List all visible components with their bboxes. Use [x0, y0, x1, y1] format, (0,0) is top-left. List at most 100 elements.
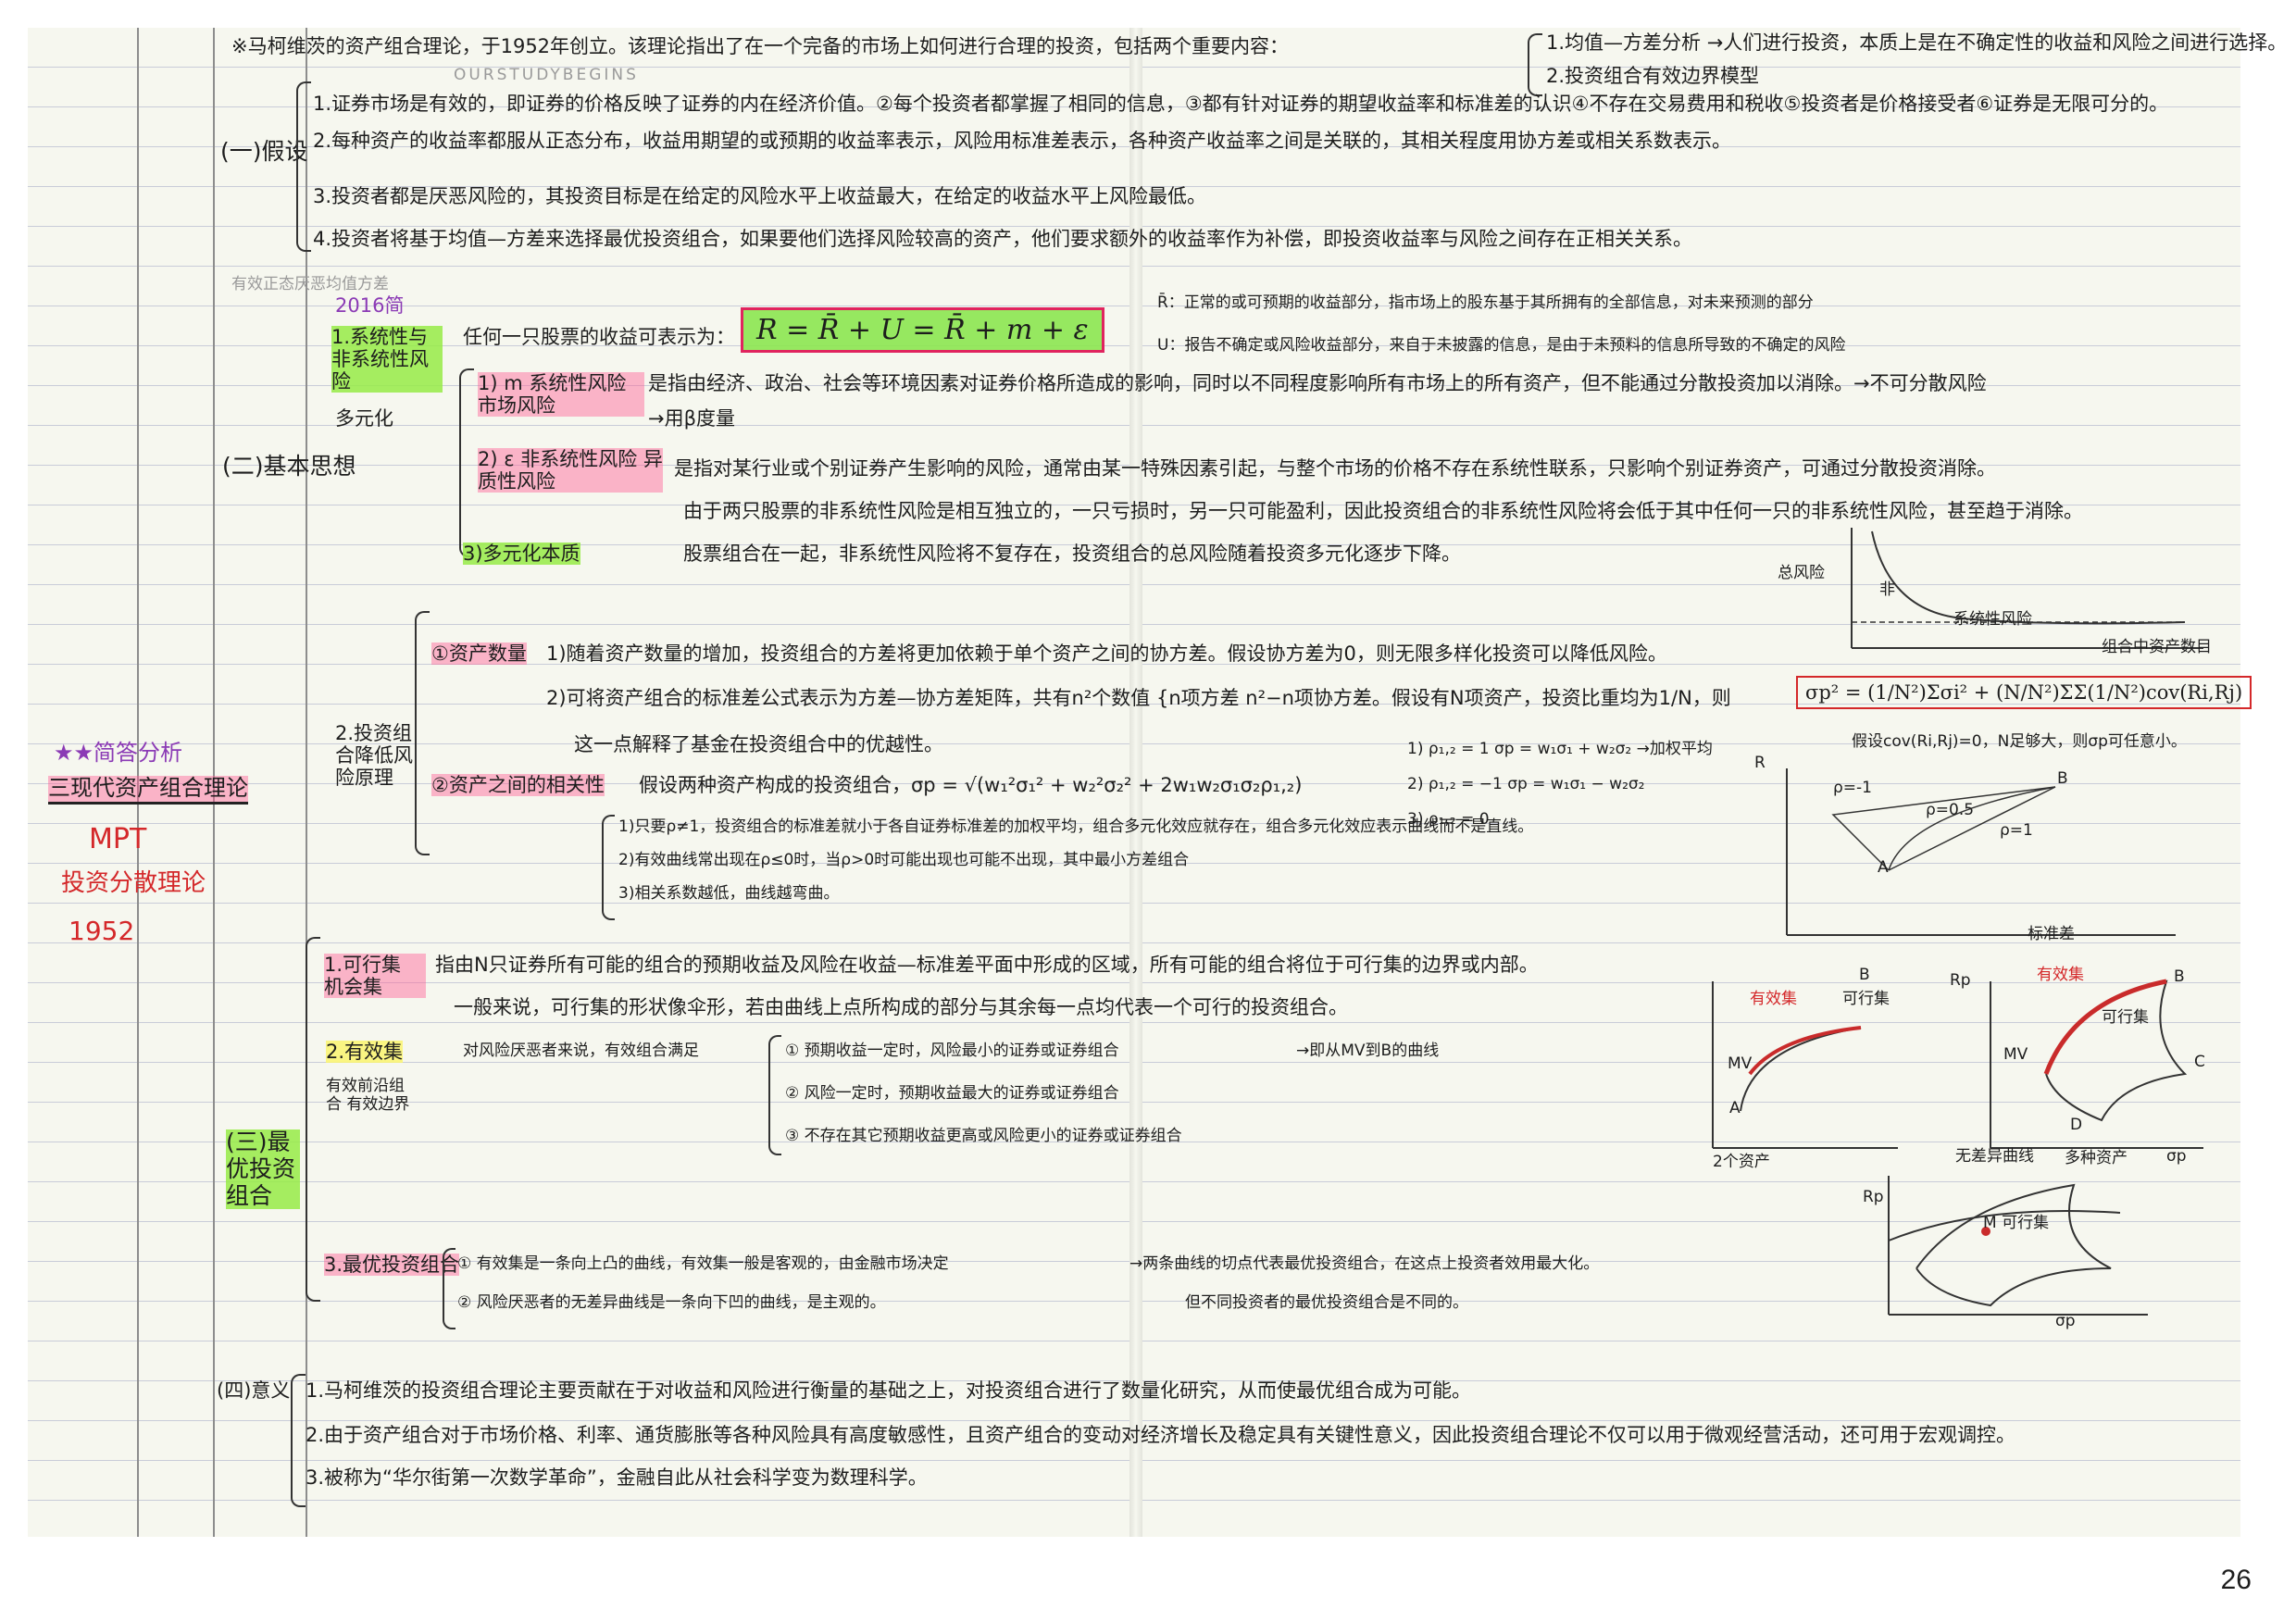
corr-chart-a: A: [1878, 858, 1889, 877]
side-year: 1952: [69, 916, 135, 946]
intro-line: ※马柯维茨的资产组合理论，于1952年创立。该理论指出了在一个完备的市场上如何进…: [231, 35, 1290, 57]
feasible-label-2: 可行集: [1842, 990, 1890, 1008]
diversification-text-1: 由于两只股票的非系统性风险是相互独立的，一只亏损时，另一只可能盈利，因此投资组合…: [683, 500, 2083, 522]
efficient-item-3: ③ 不存在其它预期收益更高或风险更小的证券或证券组合: [785, 1127, 1182, 1145]
significance-label: (四)意义: [217, 1379, 291, 1402]
significance-1: 1.马柯维茨的投资组合理论主要贡献在于对收益和风险进行衡量的基础之上，对投资组合…: [306, 1379, 1472, 1402]
assumption-1: 1.证券市场是有效的，即证券的价格反映了证券的内在经济价值。②每个投资者都掌握了…: [313, 93, 2169, 115]
return-intro: 任何一只股票的收益可表示为：: [463, 326, 735, 348]
correlation-points-brace: [602, 815, 615, 920]
efficient-frontier-charts: [1712, 979, 2203, 1316]
corr-chart-rho-2: ρ=0.5: [1926, 801, 1975, 819]
d-label-many: D: [2070, 1116, 2083, 1134]
corr-chart-b: B: [2057, 769, 2068, 788]
asset-quantity-text-3: 这一点解释了基金在投资组合中的优越性。: [574, 733, 943, 755]
notebook-spread: [28, 28, 2240, 1537]
assumptions-brace: [296, 81, 311, 252]
b-label-many: B: [2174, 967, 2185, 986]
diversification-label: 3)多元化本质: [463, 543, 580, 566]
rho-case-2: 2) ρ₁,₂ = −1 σp = w₁σ₁ − w₂σ₂: [1407, 775, 1645, 793]
section-margin-line: [213, 28, 215, 1537]
risk-chart-x-label: 组合中资产数目: [2102, 638, 2212, 656]
left-margin-line: [137, 28, 139, 1537]
asset-quantity-label: ①资产数量: [431, 643, 527, 666]
side-stars: ★★简答分析: [54, 740, 183, 766]
many-assets-label: 多种资产: [2065, 1149, 2128, 1167]
year-note: 2016简: [335, 294, 405, 317]
m-feasible-label: M 可行集: [1983, 1214, 2050, 1232]
assumption-3: 3.投资者都是厌恶风险的，其投资目标是在给定的风险水平上收益最大，在给定的收益水…: [313, 185, 1207, 207]
corr-chart-x-label: 标准差: [2028, 925, 2075, 943]
risk-chart-y-label: 总风险: [1778, 564, 1825, 582]
best-result-1: →两条曲线的切点代表最优投资组合，在这点上投资者效用最大化。: [1129, 1254, 1600, 1273]
covariance-zero-note: 假设cov(Ri,Rj)=0，N足够大，则σp可任意小。: [1852, 732, 2187, 751]
subsection-margin-line: [306, 28, 307, 1537]
corr-chart-y-label: R: [1754, 754, 1766, 772]
u-note: U：报告不确定或风险收益部分，来自于未披露的信息，是由于未预料的信息所导致的不确…: [1157, 336, 1846, 355]
significance-3: 3.被称为“华尔街第一次数学革命”，金融自此从社会科学变为数理科学。: [306, 1466, 928, 1489]
corr-chart-rho-3: ρ=1: [2000, 821, 2033, 840]
nonsystematic-risk-label: 2) ε 非系统性风险 异质性风险: [478, 448, 663, 493]
mv-label-many: MV: [2003, 1045, 2028, 1064]
correlation-point-2: 2)有效曲线常出现在ρ≤0时，当ρ>0时可能出现也可能不出现，其中最小方差组合: [618, 851, 1190, 869]
sp-label-bottom: σp: [2055, 1312, 2076, 1330]
best-portfolio-label: 3.最优投资组合: [324, 1254, 460, 1277]
best-item-1: ① 有效集是一条向上凸的曲线，有效集一般是客观的，由金融市场决定: [457, 1254, 949, 1273]
feasible-set-label: 1.可行集 机会集: [324, 954, 426, 999]
correlation-formula: 假设两种资产构成的投资组合，σp = √(w₁²σ₁² + w₂²σ₂² + 2…: [639, 774, 1303, 796]
assumption-2: 2.每种资产的收益率都服从正态分布，收益用期望的或预期的收益率表示，风险用标准差…: [313, 130, 1732, 152]
efficient-item-1: ① 预期收益一定时，风险最小的证券或证券组合: [785, 1042, 1119, 1060]
correlation-frontier-chart: [1786, 768, 2176, 936]
asset-quantity-text-1: 1)随着资产数量的增加，投资组合的方差将更加依赖于单个资产之间的协方差。假设协方…: [546, 643, 1667, 665]
efficient-set-intro: 对风险厌恶者来说，有效组合满足: [463, 1042, 699, 1060]
feasible-label-many: 可行集: [2102, 1008, 2149, 1027]
page-number: 26: [2220, 1565, 2252, 1595]
nonsystematic-risk-text: 是指对某行业或个别证券产生影响的风险，通常由某一特殊因素引起，与整个市场的价格不…: [674, 457, 1996, 480]
faded-note: 有效正态厌恶均值方差: [231, 275, 389, 293]
significance-brace: [291, 1374, 306, 1507]
intro-item-2: 2.投资组合有效边界模型: [1546, 65, 1760, 87]
mv-label-2: MV: [1728, 1054, 1753, 1073]
assumption-4: 4.投资者将基于均值—方差来选择最优投资组合，如果要他们选择风险较高的资产，他们…: [313, 228, 1693, 250]
watermark: OURSTUDYBEGINS: [454, 66, 639, 84]
risk-chart-nonsys-label: 非: [1879, 580, 1895, 599]
a-label-2: A: [1729, 1099, 1741, 1117]
r-bar-note: R̄：正常的或可预期的收益部分，指市场上的股东基于其所拥有的全部信息，对未来预测…: [1157, 293, 1814, 312]
best-items-brace: [443, 1248, 455, 1329]
risk-types-brace: [459, 368, 474, 557]
basic-idea-label: (二)基本思想: [222, 453, 356, 480]
feasible-set-text-2: 一般来说，可行集的形状像伞形，若由曲线上点所构成的部分与其余每一点均代表一个可行…: [454, 996, 1348, 1018]
asset-quantity-text-2: 2)可将资产组合的标准差公式表示为方差—协方差矩阵，共有n²个数值 {n项方差 …: [546, 687, 1731, 709]
b-label-2: B: [1859, 966, 1870, 984]
best-item-2: ② 风险厌恶者的无差异曲线是一条向下凹的曲线，是主观的。: [457, 1293, 886, 1312]
return-formula: R = R̄ + U = R̄ + m + ε: [741, 307, 1104, 353]
intro-item-1: 1.均值—方差分析 →人们进行投资，本质上是在不确定性的收益和风险之间进行选择。: [1546, 31, 2288, 54]
efficient-label-2: 有效集: [1750, 990, 1797, 1008]
c-label-many: C: [2194, 1053, 2205, 1071]
risk-diversification-chart: [1851, 528, 2203, 649]
side-mpt: MPT: [89, 823, 147, 855]
risk-chart-sys-label: 系统性风险: [1953, 610, 2032, 629]
optimal-label: (三)最优投资组合: [226, 1129, 300, 1210]
diversify-label: 多元化: [335, 407, 393, 430]
sp-label-many: σp: [2166, 1147, 2187, 1166]
rp-label-bottom: Rp: [1863, 1188, 1884, 1206]
feasible-set-text-1: 指由N只证券所有可能的组合的预期收益及风险在收益—标准差平面中形成的区域，所有可…: [435, 954, 1539, 976]
intro-brace: [1528, 33, 1542, 96]
efficient-label-many: 有效集: [2037, 966, 2084, 984]
portfolio-variance-formula: σp² = (1/N²)Σσi² + (N/N²)ΣΣ(1/N²)cov(Ri,…: [1796, 676, 2252, 710]
notebook-spine: [1129, 28, 1142, 1537]
corr-chart-rho-1: ρ=-1: [1833, 779, 1872, 797]
side-alt-name: 投资分散理论: [61, 869, 206, 897]
risk-reduction-label: 2.投资组合降低风险原理: [335, 722, 413, 790]
correlation-label: ②资产之间的相关性: [431, 774, 605, 797]
risk-reduction-brace: [415, 611, 430, 855]
significance-2: 2.由于资产组合对于市场价格、利率、通货膨胀等各种风险具有高度敏感性，且资产组合…: [306, 1424, 2016, 1446]
correlation-point-3: 3)相关系数越低，曲线越弯曲。: [618, 884, 840, 903]
rp-label-many: Rp: [1950, 971, 1971, 990]
rho-case-1: 1) ρ₁,₂ = 1 σp = w₁σ₁ + w₂σ₂ →加权平均: [1407, 740, 1713, 758]
rho-case-3: 3) ρ₁,₂ = 0: [1407, 810, 1490, 829]
systematic-risk-label: 1) m 系统性风险 市场风险: [478, 372, 644, 418]
efficient-set-label: 2.有效集: [326, 1041, 404, 1064]
two-assets-label: 2个资产: [1713, 1153, 1770, 1171]
